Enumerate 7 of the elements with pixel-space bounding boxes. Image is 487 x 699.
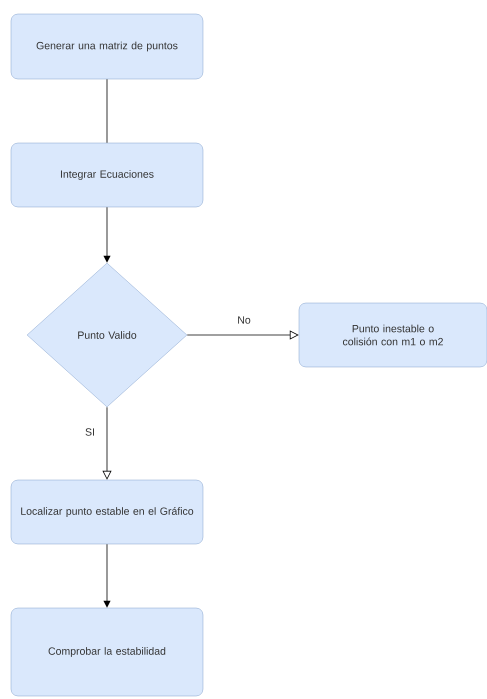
process-box: Comprobar la estabilidad <box>10 608 204 696</box>
process-box: Localizar punto estable en el Gráfico <box>10 480 204 544</box>
process-box: Integrar Ecuaciones <box>10 142 204 208</box>
process-box: Punto inestable o colisión con m1 o m2 <box>298 302 487 368</box>
process-box: Generar una matriz de puntos <box>10 14 204 80</box>
edge-label: No <box>236 315 252 325</box>
edge-label: SI <box>84 427 96 437</box>
